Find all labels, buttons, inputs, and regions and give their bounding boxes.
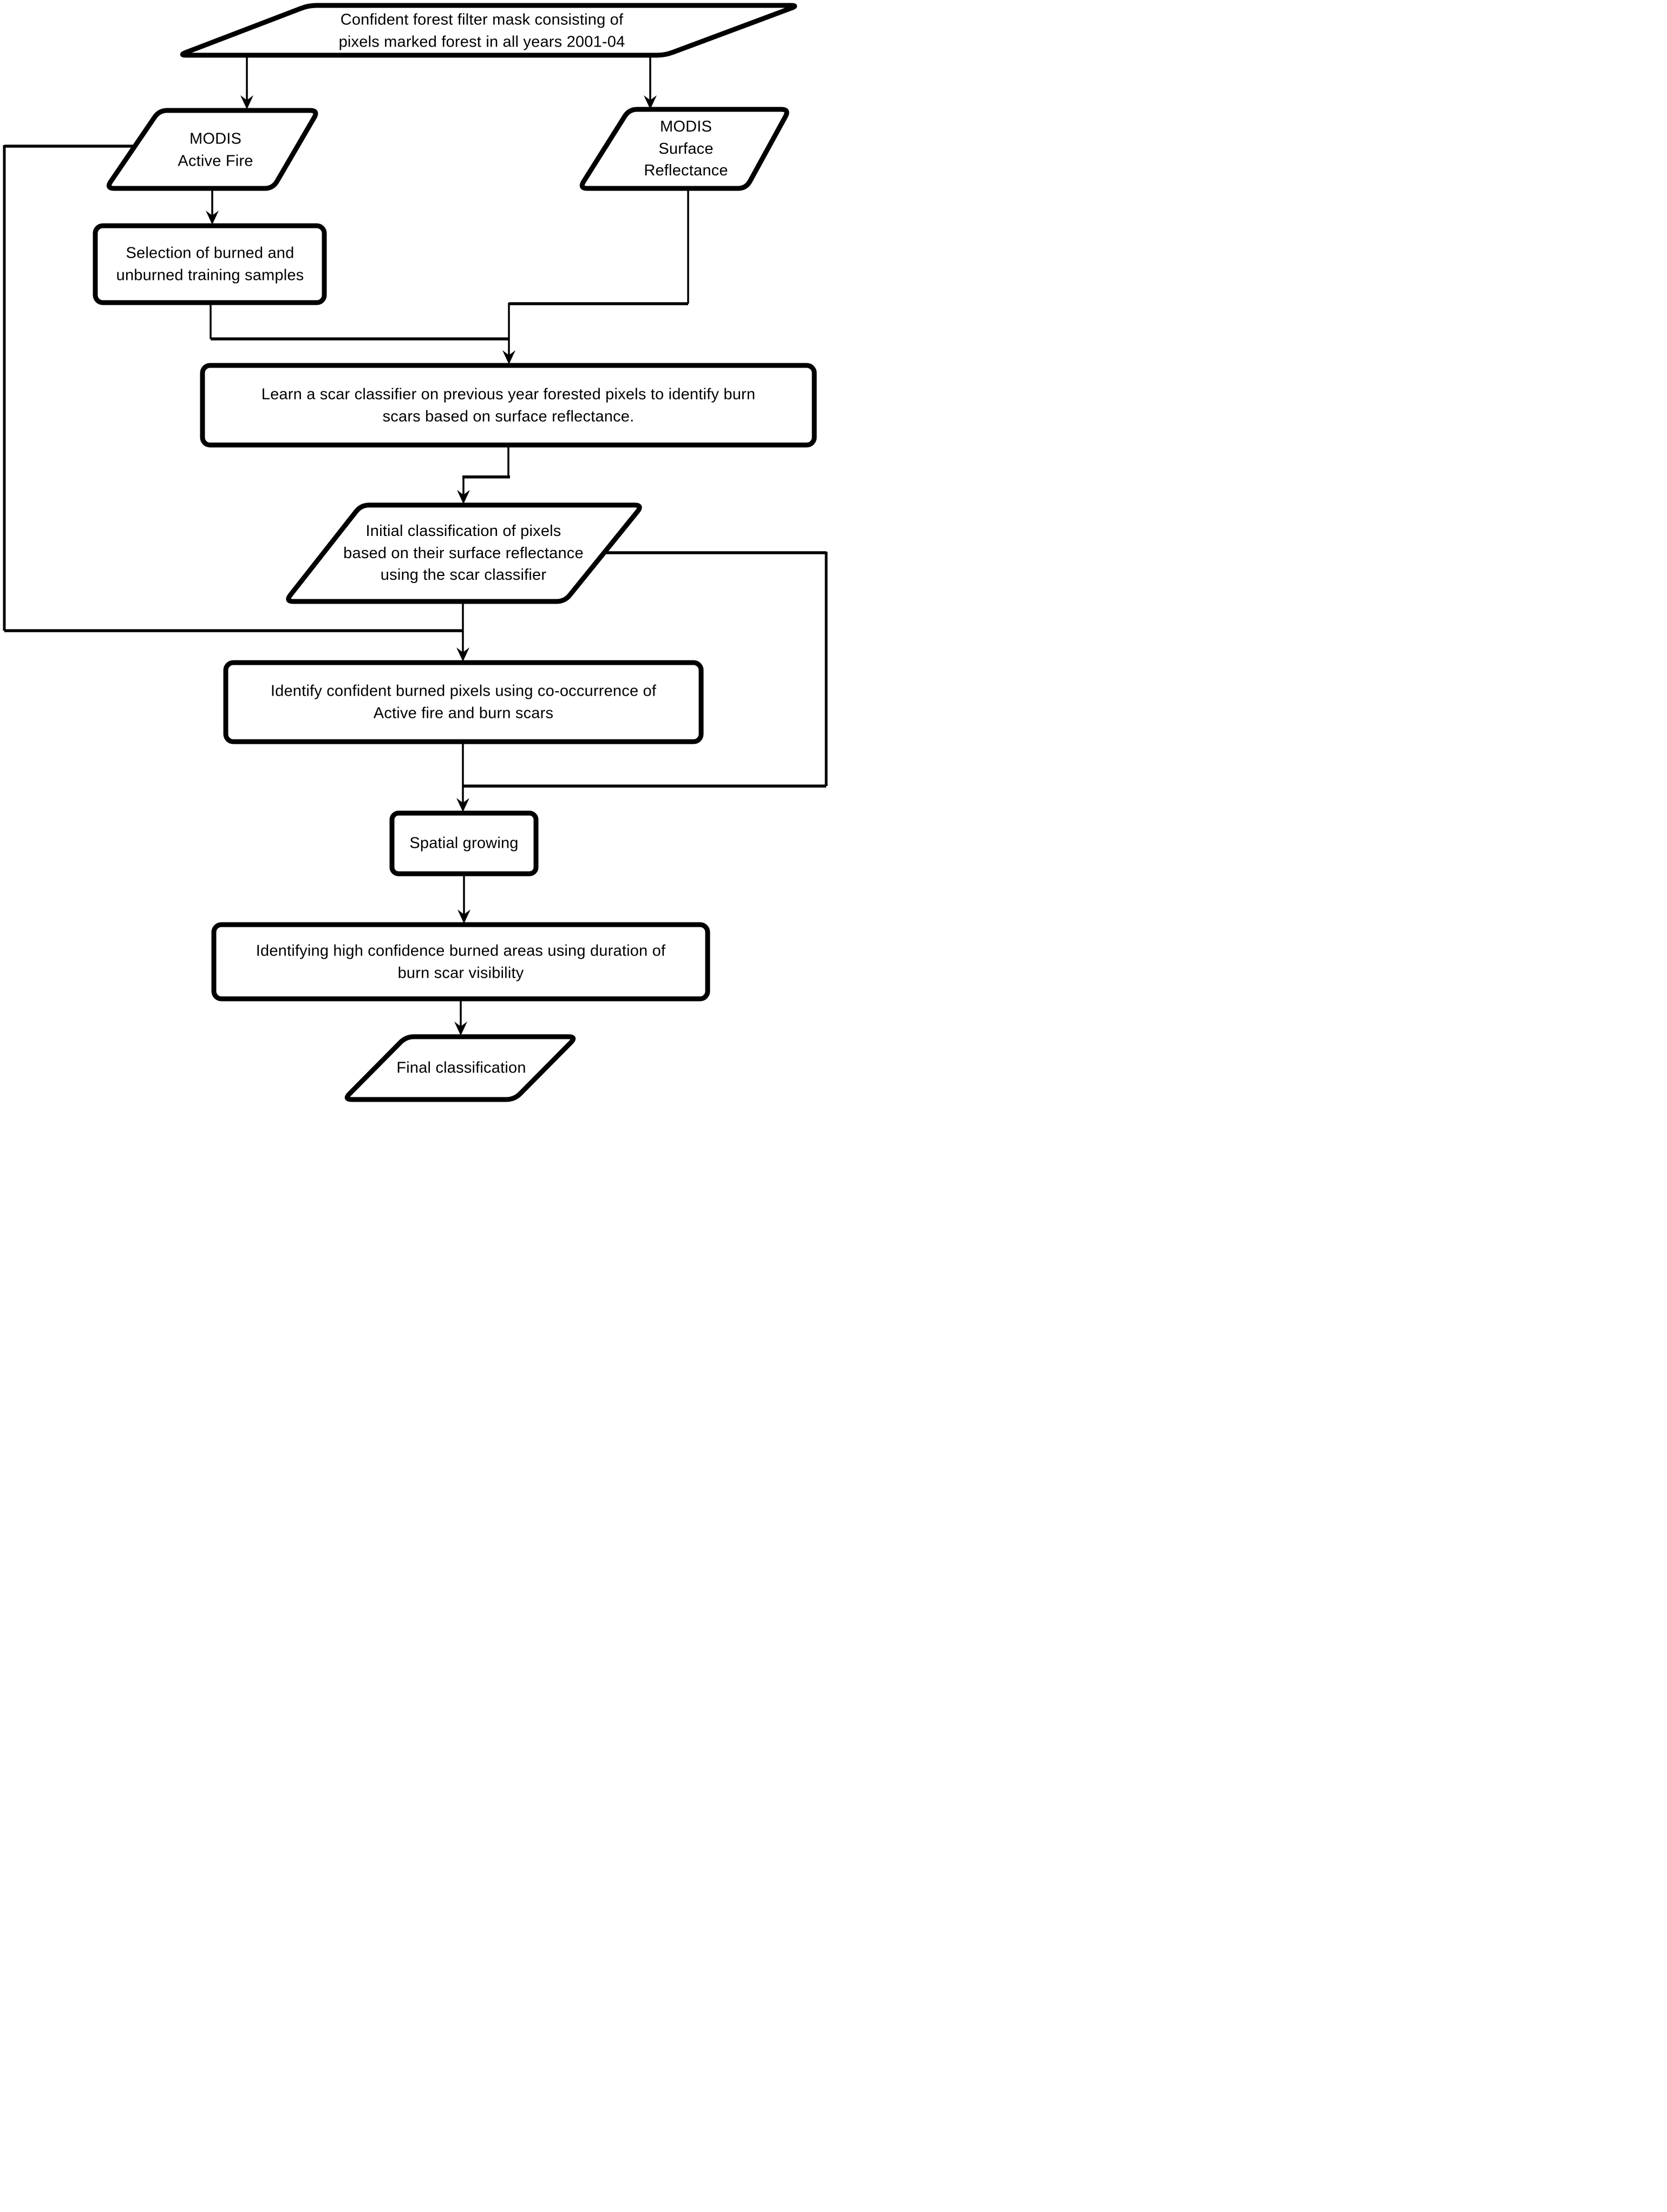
training-samples-label: Selection of burned and unburned trainin…	[116, 244, 304, 284]
training-samples-shape	[93, 223, 327, 305]
arrowhead-into-training-samples	[206, 211, 219, 225]
flowchart: Confident forest filter mask consisting …	[0, 0, 834, 1106]
spatial-growing-label: Spatial growing	[409, 834, 519, 852]
high-confidence-shape	[211, 922, 710, 1002]
modis-active-fire-shape	[106, 108, 318, 191]
flowchart-drawing	[3, 3, 828, 1102]
arrowhead-into-high-confidence	[457, 909, 470, 924]
arrowhead-into-initial-classification	[457, 490, 470, 504]
forest-mask-label: Confident forest filter mask consisting …	[338, 11, 625, 50]
high-confidence-label: Identifying high confidence burned areas…	[256, 942, 666, 981]
initial-classification-shape	[286, 502, 642, 604]
modis-surface-reflectance-label: MODIS Surface Reflectance	[644, 118, 728, 180]
modis-surface-reflectance-shape	[579, 107, 789, 191]
identify-confident-shape	[223, 660, 704, 744]
arrowhead-into-final-classification	[454, 1022, 467, 1036]
initial-classification-label: Initial classification of pixels based o…	[343, 522, 584, 584]
final-classification-label: Final classification	[396, 1059, 526, 1077]
learn-classifier-label: Learn a scar classifier on previous year…	[261, 385, 756, 425]
spatial-growing-shape	[389, 810, 539, 876]
edges	[3, 55, 828, 1027]
final-classification-shape	[344, 1034, 576, 1102]
identify-confident-label: Identify confident burned pixels using c…	[270, 682, 657, 722]
arrowhead-into-learn-classifier	[502, 350, 515, 364]
modis-active-fire-label: MODIS Active Fire	[178, 130, 253, 169]
forest-mask-shape	[180, 3, 797, 58]
arrowhead-into-modis-surface-reflectance	[644, 95, 657, 109]
arrowhead-into-identify-confident	[456, 647, 469, 662]
arrowhead-into-modis-active-fire	[240, 95, 253, 109]
node-shapes	[93, 3, 817, 1102]
arrowhead-into-spatial-growing	[456, 798, 469, 812]
learn-classifier-shape	[200, 363, 817, 448]
arrowheads	[206, 95, 657, 1036]
